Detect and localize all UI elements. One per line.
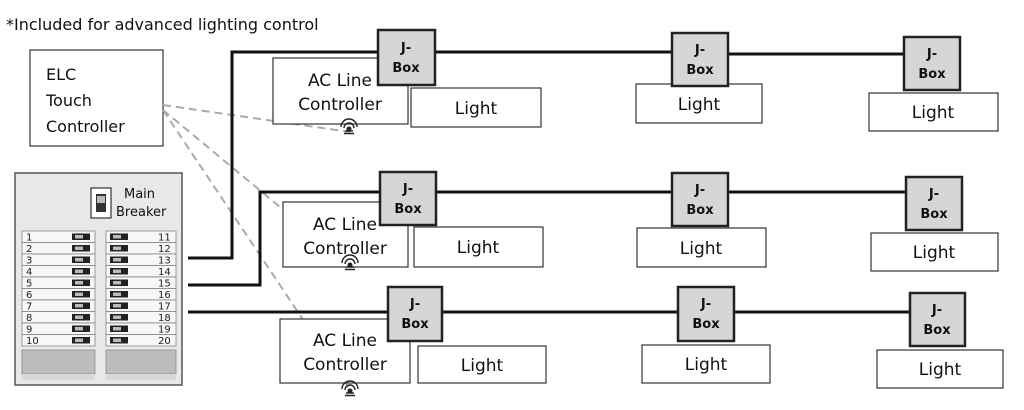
light-row1-3: Light — [868, 92, 999, 132]
circuit-number: 17 — [158, 302, 171, 313]
jbox-label-1: J- — [694, 43, 705, 58]
main-breaker-label-2: Breaker — [116, 205, 167, 220]
light-label: Light — [685, 355, 728, 375]
jbox-label-1: J- — [400, 41, 411, 56]
jbox-row2-1: J- Box — [378, 170, 438, 227]
main-breaker — [90, 187, 112, 219]
jbox-row2-2: J- Box — [670, 171, 730, 228]
jbox-label-1: J- — [409, 297, 420, 312]
breaker-row: 3 13 — [21, 253, 177, 267]
advanced-control-note: *Included for advanced lighting control — [6, 15, 319, 34]
jbox-row3-3: J- Box — [908, 291, 967, 348]
light-label: Light — [461, 356, 504, 376]
jbox-label-2: Box — [401, 317, 429, 332]
jbox-label-1: J- — [926, 47, 937, 62]
elc-touch-controller: ELC Touch Controller — [29, 49, 164, 147]
light-row3-1: Light — [417, 345, 547, 384]
circuit-number: 8 — [26, 313, 32, 324]
light-row1-1: Light — [410, 87, 542, 128]
circuit-number: 1 — [26, 233, 32, 244]
light-label: Light — [913, 243, 956, 263]
jbox-label-2: Box — [923, 323, 951, 338]
jbox-label-2: Box — [920, 207, 948, 222]
jbox-label-1: J- — [700, 297, 711, 312]
circuit-number: 18 — [158, 313, 171, 324]
circuit-number: 10 — [26, 336, 39, 347]
jbox-label-1: J- — [928, 187, 939, 202]
circuit-number: 7 — [26, 302, 32, 313]
circuit-number: 5 — [26, 279, 32, 290]
wireless-antenna-icon — [341, 254, 359, 271]
light-label: Light — [680, 239, 723, 259]
wireless-antenna-icon — [340, 118, 358, 135]
circuit-number: 16 — [158, 290, 171, 301]
jbox-label-1: J- — [931, 303, 942, 318]
light-row3-3: Light — [876, 349, 1004, 389]
light-label: Light — [912, 103, 955, 123]
ac-controller-1-label-1: AC Line — [308, 71, 372, 91]
jbox-label-2: Box — [392, 61, 420, 76]
light-row2-2: Light — [636, 227, 767, 268]
breaker-row: 7 17 — [21, 299, 177, 313]
circuit-number: 14 — [158, 267, 171, 278]
circuit-number: 11 — [158, 233, 171, 244]
circuit-number: 13 — [158, 256, 171, 267]
circuit-number: 9 — [26, 325, 32, 336]
ac-controller-3-label-2: Controller — [303, 355, 387, 375]
elc-label-line2: Touch — [45, 91, 92, 110]
light-row2-1: Light — [413, 226, 544, 268]
circuit-number: 19 — [158, 325, 171, 336]
ac-controller-2-label-2: Controller — [303, 239, 387, 259]
jbox-row3-2: J- Box — [676, 285, 736, 343]
jbox-row1-3: J- Box — [902, 35, 962, 92]
elc-label-line3: Controller — [46, 117, 125, 136]
jbox-label-2: Box — [686, 203, 714, 218]
jbox-label-2: Box — [686, 63, 714, 78]
jbox-row1-1: J- Box — [376, 28, 437, 87]
ac-controller-2-label-1: AC Line — [313, 215, 377, 235]
light-row1-2: Light — [635, 83, 763, 124]
light-row3-2: Light — [641, 344, 771, 384]
jbox-label-1: J- — [402, 182, 413, 197]
breaker-row: 9 19 — [21, 322, 177, 336]
ac-controller-1-label-2: Controller — [298, 95, 382, 115]
jbox-label-2: Box — [918, 67, 946, 82]
circuit-wiring — [188, 50, 910, 314]
light-label: Light — [678, 95, 721, 115]
light-label: Light — [455, 99, 498, 119]
jbox-row2-3: J- Box — [904, 175, 964, 232]
circuit-number: 20 — [158, 336, 171, 347]
ac-controller-3-label-1: AC Line — [313, 331, 377, 351]
ac-line-controller-2: AC Line Controller — [282, 201, 409, 268]
circuit-number: 15 — [158, 279, 171, 290]
light-row2-3: Light — [870, 232, 999, 272]
circuit-number: 4 — [26, 267, 32, 278]
jbox-row3-1: J- Box — [386, 285, 444, 343]
circuit-number: 3 — [26, 256, 32, 267]
jbox-row1-2: J- Box — [670, 31, 730, 88]
main-breaker-label-1: Main — [124, 187, 155, 202]
ac-line-controller-3: AC Line Controller — [279, 318, 411, 384]
light-label: Light — [457, 238, 500, 258]
circuit-number: 6 — [26, 290, 32, 301]
circuit-number: 12 — [158, 244, 171, 255]
circuit-number: 2 — [26, 244, 32, 255]
jbox-label-1: J- — [694, 183, 705, 198]
breaker-row: 10 20 — [21, 334, 177, 347]
wireless-antenna-icon — [341, 380, 359, 397]
elc-label-line1: ELC — [46, 65, 76, 84]
light-label: Light — [919, 360, 962, 380]
jbox-label-2: Box — [394, 202, 422, 217]
jbox-label-2: Box — [692, 317, 720, 332]
